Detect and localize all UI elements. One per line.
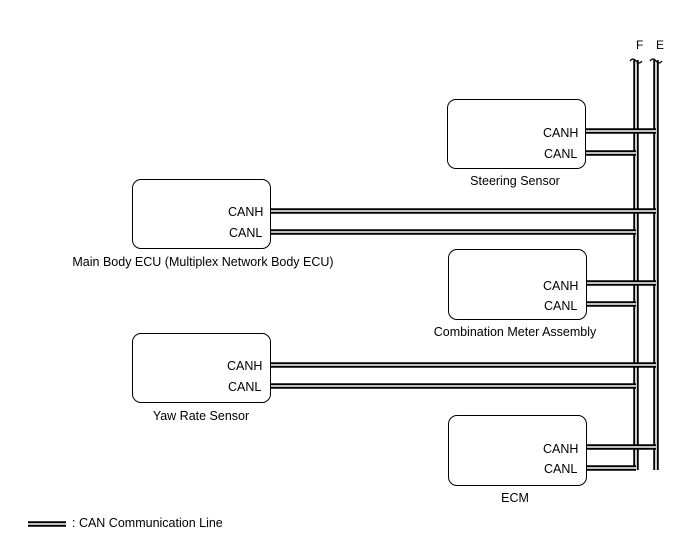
legend-text: : CAN Communication Line (72, 516, 223, 530)
can-wires (271, 58, 663, 471)
ecm-box (448, 415, 587, 486)
bus-label-f: F (636, 38, 644, 52)
steering-sensor-canl: CANL (544, 147, 578, 161)
steering-sensor-box (447, 99, 586, 169)
yaw-rate-sensor-canh: CANH (227, 359, 263, 373)
main-body-ecu-canl: CANL (229, 226, 263, 240)
combination-meter-box (448, 249, 587, 320)
bus-f-break-mark (629, 58, 643, 64)
steering-sensor-label: Steering Sensor (470, 174, 560, 188)
yaw-rate-sensor-box (132, 333, 271, 403)
combination-meter-canh: CANH (543, 279, 579, 293)
yaw-rate-sensor-label: Yaw Rate Sensor (152, 409, 250, 423)
main-body-ecu-label: Main Body ECU (Multiplex Network Body EC… (72, 255, 334, 269)
steering-sensor-canh: CANH (543, 126, 579, 140)
legend-swatch-svg (28, 521, 66, 527)
legend-line-swatch (28, 517, 66, 529)
ecm-label: ECM (501, 491, 529, 505)
main-body-ecu-canh: CANH (228, 205, 264, 219)
bus-label-e: E (656, 38, 665, 52)
ecm-canh: CANH (543, 442, 579, 456)
combination-meter-label: Combination Meter Assembly (433, 325, 597, 339)
main-body-ecu-box (132, 179, 271, 249)
bus-e-break-mark (649, 58, 663, 64)
yaw-rate-sensor-canl: CANL (228, 380, 262, 394)
combination-meter-canl: CANL (544, 299, 578, 313)
ecm-canl: CANL (544, 462, 578, 476)
